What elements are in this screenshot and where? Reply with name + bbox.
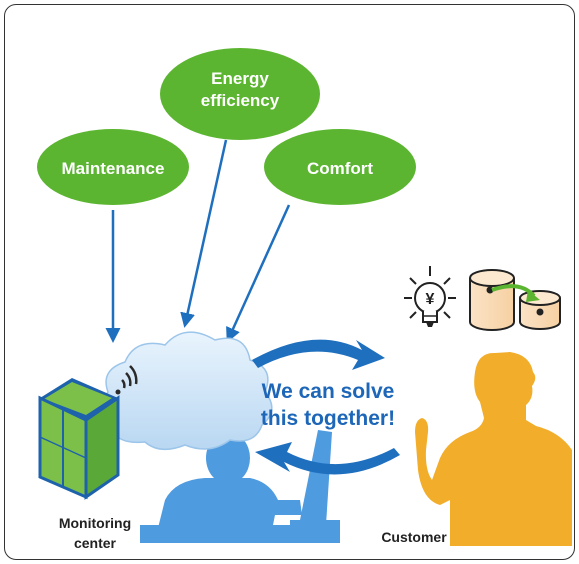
monitoring-center-label-line1: Monitoring	[59, 515, 131, 531]
comfort-arrow	[226, 204, 291, 343]
customer-label: Customer	[381, 529, 447, 545]
diagram-frame	[4, 4, 575, 560]
comfort-bubble: Comfort	[264, 129, 416, 205]
wireless-signal-icon	[115, 365, 138, 395]
energy-efficiency-bubble: Energy efficiency	[160, 48, 320, 140]
energy-label-line1: Energy	[211, 69, 269, 88]
cloud-icon	[101, 331, 273, 451]
energy-arrow	[180, 139, 228, 328]
slogan-line2: this together!	[261, 407, 395, 430]
building-icon	[38, 378, 120, 500]
energy-label-line2: efficiency	[201, 91, 280, 110]
storage-transfer-icon	[469, 269, 561, 331]
svg-text:¥: ¥	[426, 291, 435, 308]
dialogue-arrows	[252, 339, 400, 475]
operator-icon	[140, 430, 340, 543]
lightbulb-yen-icon: ¥	[404, 266, 456, 327]
maintenance-label: Maintenance	[62, 159, 165, 178]
slogan-line1: We can solve	[262, 380, 395, 403]
comfort-label: Comfort	[307, 159, 373, 178]
customer-icon	[415, 352, 572, 546]
arrow-to-customer	[252, 339, 385, 370]
maintenance-bubble: Maintenance	[37, 129, 189, 205]
arrow-to-center	[255, 442, 400, 475]
monitoring-center-label-line2: center	[74, 535, 117, 551]
